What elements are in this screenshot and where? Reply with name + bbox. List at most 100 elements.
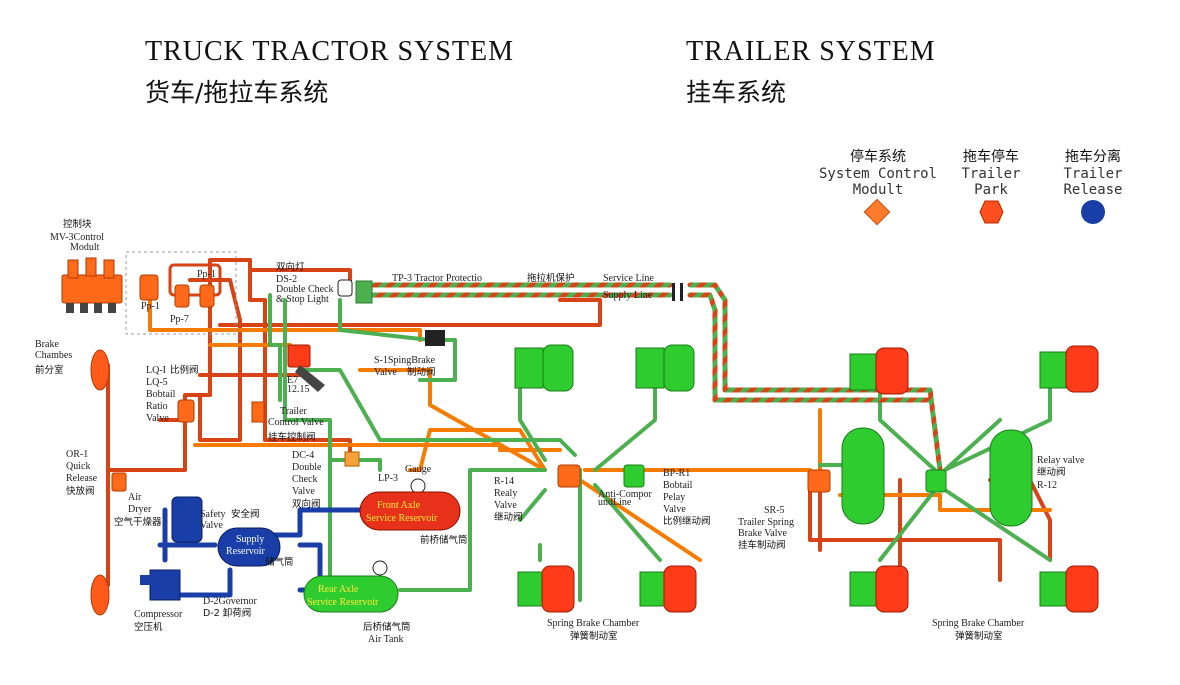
- trailer-spring-brake-chambers: Spring Brake Chamber 弹簧制动室: [849, 345, 1099, 642]
- sr5-label-1: SR-5: [764, 505, 785, 516]
- red-hexagon-icon: [979, 200, 1004, 224]
- dc4-label-3: Check: [292, 474, 318, 485]
- pp1-label-a: Pp-1: [197, 269, 216, 280]
- s1-label-zh: 制动阀: [407, 366, 436, 378]
- ds2-label-1: DS-2: [276, 274, 297, 285]
- blue-circle-icon: [1081, 200, 1105, 224]
- control-block-zh: 控制块: [63, 218, 92, 230]
- trailer-chamber-top-left: [849, 347, 909, 395]
- s1-spring-brake-valve: S-1SpingBrake Valve 制动阀: [374, 330, 445, 378]
- trailer-chamber-bottom-left: [849, 565, 909, 613]
- trailer-title-en: TRAILER SYSTEM: [686, 36, 936, 67]
- spring-left-label: Spring Brake Chamber: [547, 618, 640, 629]
- e7-label-2: 12.15: [287, 384, 310, 395]
- anti-label-2: undLine: [598, 497, 632, 508]
- brake-chambers-label-1: Brake: [35, 339, 59, 350]
- legend-trailer-park-en1: Trailer: [961, 166, 1020, 182]
- lq-zh-label: 比例阀: [170, 364, 199, 376]
- double-light-zh: 双向灯: [276, 261, 305, 273]
- air-dryer-label-1: Air: [128, 492, 142, 503]
- or1-quick-release: OR-1 Quick Release 快放阀: [66, 449, 127, 497]
- compressor-label: Compressor: [134, 609, 183, 620]
- rear-axle-label-1: Rear Axle: [318, 584, 359, 595]
- tcv-label-2: Control Valve: [268, 417, 324, 428]
- s1-label-2: Valve: [374, 367, 397, 378]
- rear-axle-reservoir: Rear Axle Service Reservoir 后桥储气筒 Air Ta…: [303, 560, 411, 645]
- service-line-label: Service Line: [603, 273, 654, 284]
- tractor-chamber-bottom-left: [517, 565, 575, 613]
- r14-relay-valve: R-14 Realy Valve 继动阀 Anti-Compor undLine: [494, 464, 653, 523]
- pp-valves-box: [125, 251, 237, 335]
- air-dryer: Air Dryer 空气干燥器 Safety 安全阀 Valve: [114, 492, 260, 543]
- legend: 停车系统 System Control Modult 拖车停车 Trailer …: [819, 148, 1123, 226]
- legend-trailer-park-zh: 拖车停车: [963, 148, 1019, 165]
- tractor-title-zh: 货车/拖拉车系统: [145, 78, 328, 107]
- spring-left-label-zh: 弹簧制动室: [570, 630, 618, 642]
- bpr1-label-zh: 比例继动阀: [663, 515, 711, 527]
- r14-label-1: R-14: [494, 476, 514, 487]
- bpr1-label-4: Valve: [663, 504, 686, 515]
- trailer-reservoirs: [841, 427, 1033, 527]
- front-brake-chambers: Brake Chambes 前分室: [35, 339, 110, 616]
- dc4-label-2: Double: [292, 462, 322, 473]
- tp3-label-zh: 拖拉机保护: [527, 272, 575, 284]
- spring-right-label-zh: 弹簧制动室: [955, 630, 1003, 642]
- tcv-label-zh: 挂车控制阀: [268, 431, 316, 443]
- dc4-label-4: Valve: [292, 486, 315, 497]
- relay-label-zh: 继动阀: [1037, 466, 1066, 478]
- tractor-chamber-bottom-right: [639, 565, 697, 613]
- ds2-label-3: & Stop Light: [276, 294, 329, 305]
- r14-label-3: Valve: [494, 500, 517, 511]
- lq1-label: LQ-I: [146, 365, 166, 376]
- mv3-label-1: MV-3Control: [50, 232, 104, 243]
- or1-label-2: Quick: [66, 461, 90, 472]
- front-axle-label-2: Service Reservoir: [366, 513, 438, 524]
- d2-label-1: D-2Governor: [203, 596, 258, 607]
- tp3-label-en: TP-3 Tractor Protectio: [392, 273, 482, 284]
- tractor-spring-brake-chambers: Spring Brake Chamber 弹簧制动室: [514, 344, 697, 642]
- anti-label-1: Anti-Compor: [598, 489, 653, 500]
- trailer-control-valve: Trailer Control Valve 挂车控制阀: [251, 401, 324, 443]
- or1-label-zh: 快放阀: [66, 485, 95, 497]
- supply-reservoir: Supply Reservoir 储气筒: [217, 527, 294, 568]
- bobtail-label: Bobtail: [146, 389, 176, 400]
- ds2-label-2: Double Check: [276, 284, 334, 295]
- s1-label-1: S-1SpingBrake: [374, 355, 436, 366]
- mv3-control-module: 控制块 MV-3Control Modult: [50, 218, 123, 313]
- sr5-trailer-spring-brake-valve: SR-5 Trailer Spring Brake Valve 挂车制动阀: [738, 469, 831, 551]
- front-axle-reservoir: LP-3 Gauge Front Axle Service Reservoir …: [359, 464, 468, 546]
- legend-trailer-release-en1: Trailer: [1063, 166, 1122, 182]
- mv3-label-2: Modult: [70, 242, 100, 253]
- front-axle-label-1: Front Axle: [377, 500, 421, 511]
- d2-label-zh: D-2 卸荷阀: [203, 607, 251, 619]
- legend-trailer-park-en2: Park: [974, 182, 1008, 198]
- supply-res-label-zh: 储气筒: [265, 556, 294, 568]
- sr5-label-2: Trailer Spring: [738, 517, 794, 528]
- r12-relay-valve: Relay valve 继动阀 R-12: [1037, 455, 1085, 491]
- valve-label-lq: Valve: [146, 413, 169, 424]
- supply-res-label-2: Reservoir: [226, 546, 266, 557]
- trailer-chamber-top-right: [1039, 345, 1099, 393]
- r14-label-2: Realy: [494, 488, 517, 499]
- spring-right-label: Spring Brake Chamber: [932, 618, 1025, 629]
- lq5-label: LQ-5: [146, 377, 168, 388]
- e7-brake-valve: E7 12.15: [287, 344, 325, 395]
- or1-label-3: Release: [66, 473, 98, 484]
- gauge-label: Gauge: [405, 464, 432, 475]
- brake-chambers-label-2: Chambes: [35, 350, 72, 361]
- supply-line-label: Supply Line: [603, 290, 653, 301]
- pp1-label-b: Pp-1: [141, 301, 160, 312]
- legend-trailer-release-zh: 拖车分离: [1065, 148, 1121, 165]
- r14-label-zh: 继动阀: [494, 511, 523, 523]
- legend-system-control-en1: System Control: [819, 166, 937, 182]
- tractor-chamber-top-right: [635, 344, 695, 392]
- dc4-label-zh: 双向阀: [292, 498, 321, 510]
- trailer-title-zh: 挂车系统: [686, 78, 786, 107]
- safety-label-1: Safety: [200, 509, 226, 520]
- legend-system-control-en2: Modult: [853, 182, 904, 198]
- safety-label-zh: 安全阀: [231, 508, 260, 520]
- air-tank-label: Air Tank: [368, 634, 404, 645]
- bpr1-bobtail-relay-valve: BP-R1 Bobtail Pelay Valve 比例继动阀: [663, 468, 711, 527]
- relay-label-2: R-12: [1037, 480, 1057, 491]
- pp7-label: Pp-7: [170, 314, 189, 325]
